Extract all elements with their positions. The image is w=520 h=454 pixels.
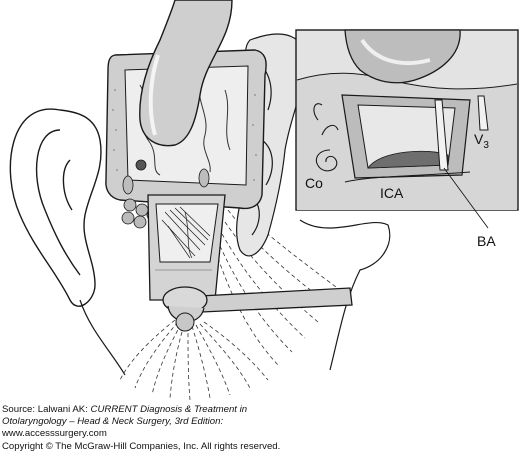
inset-panel: [295, 29, 519, 229]
caption-copyright: Copyright © The McGraw-Hill Companies, I…: [2, 440, 281, 452]
caption-book-title: CURRENT Diagnosis & Treatment in: [90, 404, 248, 415]
retractor-blade-upper: [139, 0, 233, 147]
label-ica: ICA: [380, 185, 404, 201]
ear-icon: [9, 108, 102, 307]
figure-caption: Source: Lalwani AK: CURRENT Diagnosis & …: [2, 404, 518, 453]
retractor-lower: [147, 194, 353, 332]
mastoid-cells: [121, 198, 158, 229]
neck-outline: [79, 219, 391, 376]
nerve-fibers: [161, 206, 211, 259]
label-v3-subscript: 3: [483, 140, 489, 151]
caption-line-2: Otolaryngology – Head & Neck Surgery, 3r…: [2, 416, 224, 428]
label-v3-main: V: [474, 131, 484, 147]
label-co: Co: [305, 175, 323, 191]
ba-leader-line: [443, 167, 489, 229]
caption-website: www.accesssurgery.com: [2, 428, 107, 440]
cochlea-icon: [313, 103, 339, 172]
label-ba: BA: [477, 233, 496, 249]
caption-line-1: Source: Lalwani AK: CURRENT Diagnosis & …: [2, 404, 518, 416]
caption-source-prefix: Source: Lalwani AK:: [2, 404, 91, 415]
bone-texture: [112, 89, 257, 181]
label-v3: V3: [474, 131, 489, 151]
